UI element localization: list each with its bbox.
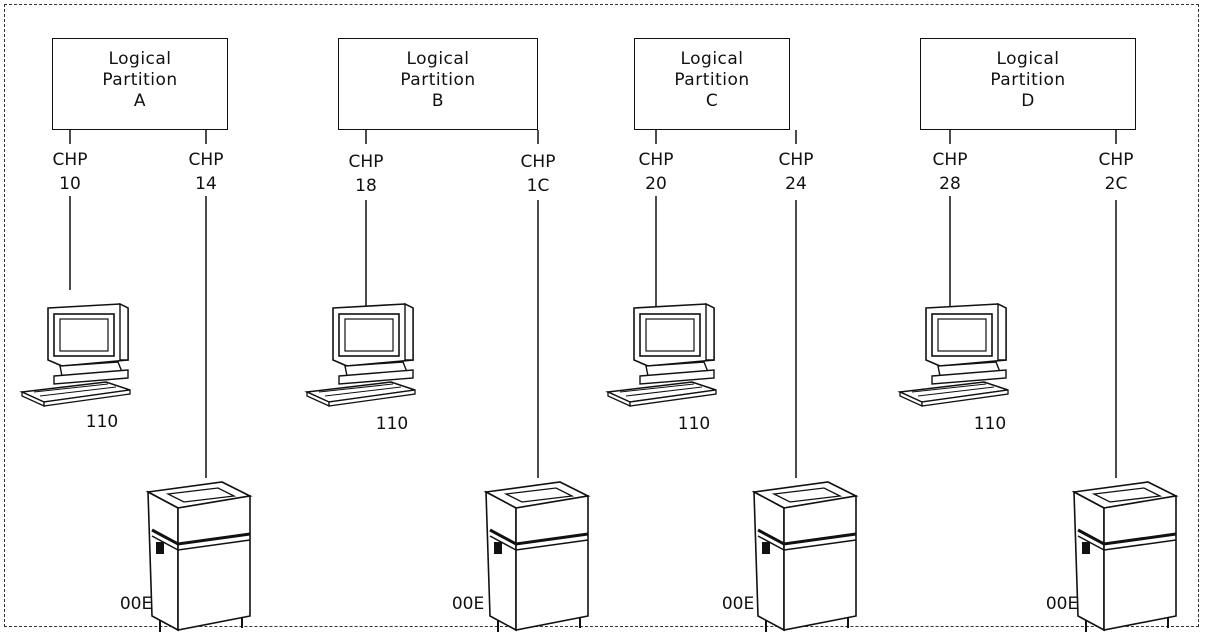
partition-label-line2: Partition bbox=[674, 70, 750, 90]
partition-label-line1: Logical bbox=[680, 49, 744, 69]
chp-number: 10 bbox=[59, 174, 81, 194]
diagram-frame bbox=[4, 4, 1199, 627]
chp-number: 18 bbox=[355, 176, 377, 196]
printer-icon bbox=[752, 480, 858, 633]
terminal-icon bbox=[899, 303, 1009, 407]
chp-label: CHP bbox=[348, 152, 384, 172]
terminal-address: 110 bbox=[677, 414, 711, 434]
partition-label-letter: D bbox=[1021, 91, 1035, 111]
terminal-icon bbox=[607, 303, 717, 407]
terminal-address: 110 bbox=[375, 414, 409, 434]
chp-label: CHP bbox=[188, 150, 224, 170]
terminal-icon bbox=[21, 303, 131, 407]
partition-label-line2: Partition bbox=[990, 70, 1066, 90]
chp-label: CHP bbox=[520, 152, 556, 172]
partition-label-line1: Logical bbox=[406, 49, 470, 69]
partition-label-letter: A bbox=[133, 91, 147, 111]
partition-label-letter: B bbox=[431, 91, 445, 111]
chp-number: 2C bbox=[1104, 174, 1128, 194]
chp-number: 20 bbox=[645, 174, 667, 194]
chp-number: 24 bbox=[785, 174, 807, 194]
printer-address: 00E bbox=[721, 594, 755, 614]
terminal-address: 110 bbox=[973, 414, 1007, 434]
partition-label-letter: C bbox=[705, 91, 719, 111]
chp-label: CHP bbox=[52, 150, 88, 170]
partition-label-line1: Logical bbox=[996, 49, 1060, 69]
chp-number: 14 bbox=[195, 174, 217, 194]
printer-icon bbox=[484, 480, 590, 633]
terminal-icon bbox=[306, 303, 416, 407]
chp-number: 1C bbox=[526, 176, 550, 196]
chp-label: CHP bbox=[932, 150, 968, 170]
chp-label: CHP bbox=[638, 150, 674, 170]
printer-address: 00E bbox=[451, 594, 485, 614]
partition-label-line2: Partition bbox=[102, 70, 178, 90]
chp-number: 28 bbox=[939, 174, 961, 194]
chp-label: CHP bbox=[1098, 150, 1134, 170]
printer-address: 00E bbox=[119, 594, 153, 614]
chp-label: CHP bbox=[778, 150, 814, 170]
partition-label-line2: Partition bbox=[400, 70, 476, 90]
printer-address: 00E bbox=[1045, 594, 1079, 614]
partition-label-line1: Logical bbox=[108, 49, 172, 69]
terminal-address: 110 bbox=[85, 412, 119, 432]
